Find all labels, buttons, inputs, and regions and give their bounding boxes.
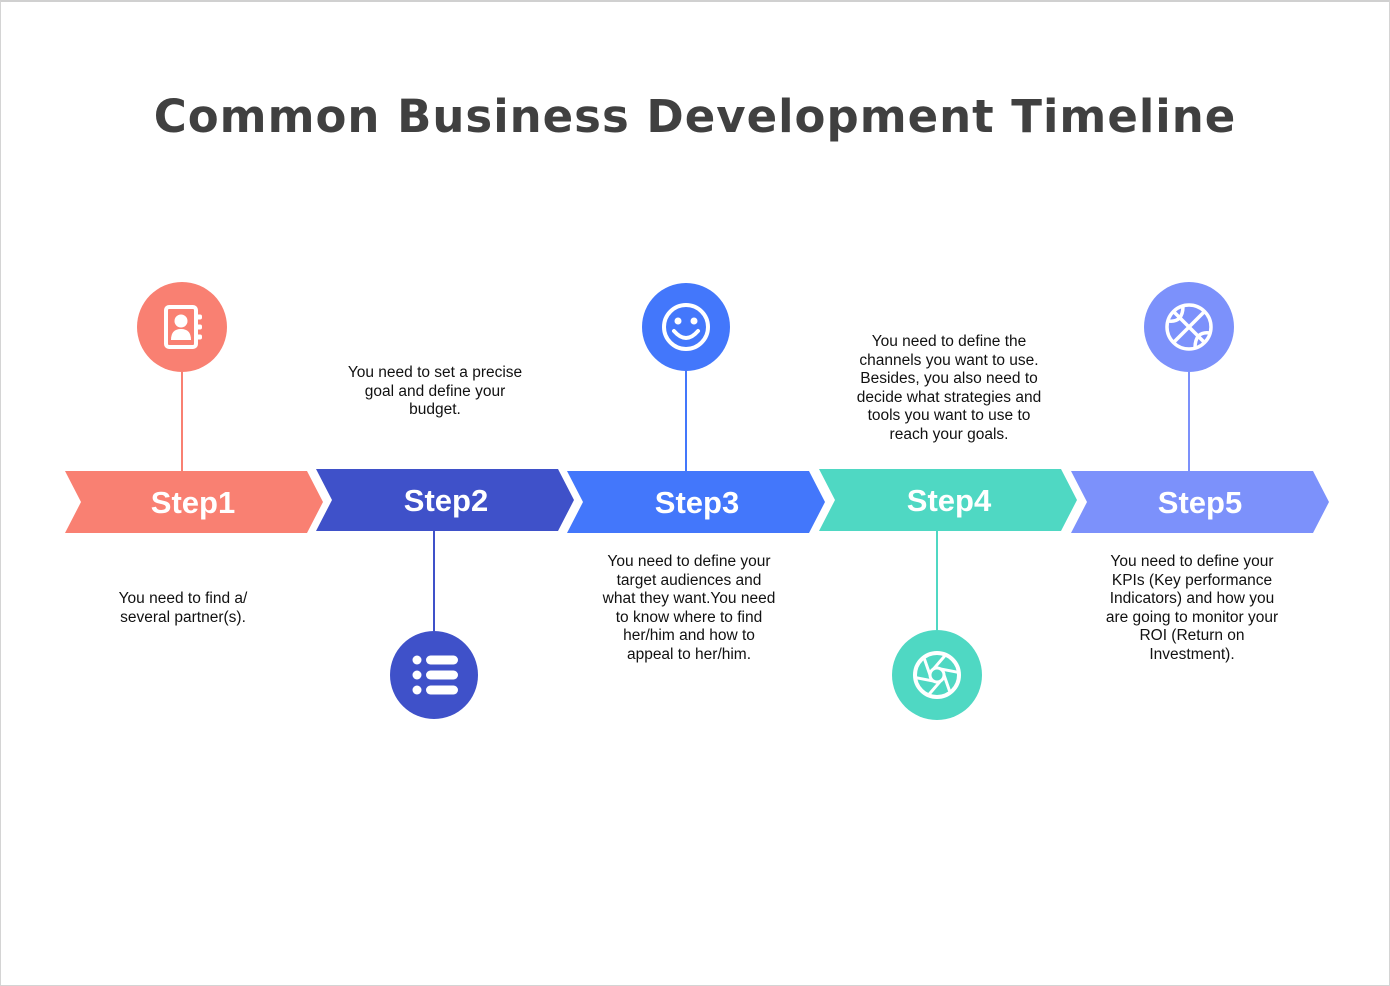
step-2-arrow [316,469,574,531]
step-5: Step5 [1071,282,1329,533]
description-line: You need to define your [1110,553,1274,570]
description-line: her/him and how to [623,627,755,645]
step-3-arrow [567,471,825,533]
step-4-label: Step4 [907,483,992,518]
description-line: target audiences and [616,571,762,589]
step-5-arrow [1071,471,1329,533]
description-line: Besides, you also need to [860,370,1038,388]
step-2: Step2 [316,469,574,719]
description-line: reach your goals. [889,425,1009,443]
step-1-arrow [65,471,323,533]
step-3: Step3 [567,283,825,533]
description-line: You need to define the [871,333,1027,350]
description-line: You need to define your [607,553,771,570]
step-4-arrow [819,469,1077,531]
description-line: what they want.You need [602,590,776,608]
step-2-label: Step2 [404,483,488,518]
description-line: goal and define your [364,382,506,400]
step-1-label: Step1 [151,485,235,520]
contact-book-icon [137,282,227,372]
description-line: tools you want to use to [867,407,1031,425]
description-line: KPIs (Key performance [1111,571,1273,589]
description-line: appeal to her/him. [626,645,752,663]
description-line: Indicators) and how you [1109,590,1275,608]
step-1-description: You need to find a/several partner(s). [68,590,298,627]
page-title: Common Business Development Timeline [153,90,1237,143]
description-line: several partner(s). [120,608,246,626]
step-3-label: Step3 [655,485,739,520]
smiley-icon [642,283,730,371]
list-icon [390,631,478,719]
step-5-label: Step5 [1158,485,1242,520]
step-4: Step4 [819,469,1077,720]
description-line: Investment). [1149,645,1235,663]
step-1: Step1 [65,282,323,533]
description-line: decide what strategies and [856,388,1042,406]
description-line: ROI (Return on [1139,627,1245,645]
description-line: are going to monitor your [1105,608,1279,626]
description-line: budget. [409,401,461,419]
basketball-icon [1144,282,1234,372]
description-line: You need to set a precise [347,364,523,381]
description-line: You need to find a/ [118,590,248,607]
shutter-icon [892,630,982,720]
description-line: to know where to find [615,608,763,626]
description-line: channels you want to use. [859,351,1039,369]
